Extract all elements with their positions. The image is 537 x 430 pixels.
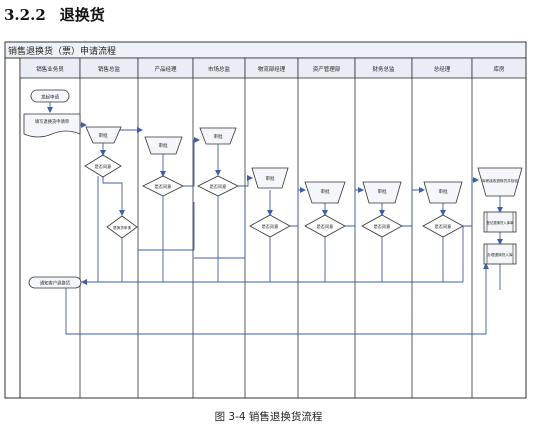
figure-caption: 图 3-4 销售退换货流程	[214, 411, 323, 423]
warehouse-register-label: 登记退换货入库单	[486, 220, 514, 225]
section-title: 退换货	[59, 6, 105, 24]
finance-decision-label: 是否同意	[374, 223, 391, 230]
mkt-decision	[197, 175, 239, 197]
notify-node	[28, 276, 82, 289]
asset-approve-node	[304, 181, 346, 204]
warehouse-register-node	[483, 211, 517, 233]
start-label: 发起申请	[41, 94, 59, 101]
fill-form-node	[23, 113, 81, 138]
lane-label: 总经理	[434, 65, 451, 73]
logistics-decision	[249, 214, 291, 238]
gm-approve-label: 审批	[439, 188, 448, 195]
mkt-decision-label: 是否同意	[210, 183, 227, 190]
finance-approve-node	[362, 181, 402, 204]
gm-decision	[422, 214, 464, 238]
lane-label: 资产管理部	[313, 65, 341, 73]
flow-nodes: 发起申请 填写退换货申请单 通知客户退换货 审批 是否同意 退换货申请 审批 是…	[23, 89, 523, 289]
logistics-decision-label: 是否同意	[262, 223, 279, 230]
mkt-approve-node	[199, 127, 237, 145]
finance-decision	[361, 214, 403, 238]
finance-approve-label: 审批	[378, 188, 387, 195]
sales-director-decision	[84, 154, 122, 178]
warehouse-receive-label: 库房接收退换货并检验	[482, 178, 518, 183]
notify-label: 通知客户退换货	[40, 280, 71, 287]
asset-approve-label: 审批	[321, 188, 330, 195]
lane-label: 产品经理	[154, 65, 177, 73]
warehouse-process-node	[483, 243, 517, 265]
sales-director-alt-decision	[106, 215, 138, 239]
asset-decision-label: 是否同意	[317, 223, 334, 230]
lane-label: 物流部经理	[258, 65, 286, 73]
sales-director-approve-label: 审批	[99, 132, 108, 139]
warehouse-receive-node	[477, 167, 523, 197]
flow-connectors	[47, 102, 503, 335]
gm-approve-node	[423, 181, 463, 204]
gm-decision-label: 是否同意	[435, 223, 452, 230]
start-node	[30, 89, 70, 103]
pm-decision-label: 是否同意	[155, 183, 172, 190]
lane-label: 库房	[493, 65, 505, 73]
logistics-approve-node	[251, 167, 289, 189]
lane-label: 财务总监	[372, 65, 395, 73]
section-number: 3.2.2	[4, 6, 46, 24]
pm-approve-node	[144, 136, 183, 155]
lane-label: 市场总监	[208, 65, 231, 73]
diagram-title: 销售退换货（票）申请流程	[8, 45, 116, 57]
mkt-approve-label: 审批	[214, 133, 223, 140]
pm-decision	[142, 175, 184, 197]
pm-approve-label: 审批	[159, 142, 168, 149]
sales-director-decision-label: 是否同意	[95, 163, 112, 170]
logistics-approve-label: 审批	[266, 175, 275, 182]
lane-label: 销售总监	[98, 65, 121, 73]
sales-director-approve-node	[85, 126, 122, 144]
asset-decision	[304, 214, 346, 238]
sales-director-alt-label: 退换货申请	[113, 225, 131, 230]
swimlanes: 销售业务员 销售总监 产品经理 市场总监 物流部经理 资产管理部 财务总监 总经理 库房	[19, 57, 527, 398]
fill-form-label: 填写退换货申请单	[35, 118, 70, 125]
lane-label: 销售业务员	[36, 65, 64, 73]
warehouse-process-label: 办理退换货入库	[487, 252, 513, 257]
section-heading: 3.2.2 退换货	[4, 4, 105, 25]
